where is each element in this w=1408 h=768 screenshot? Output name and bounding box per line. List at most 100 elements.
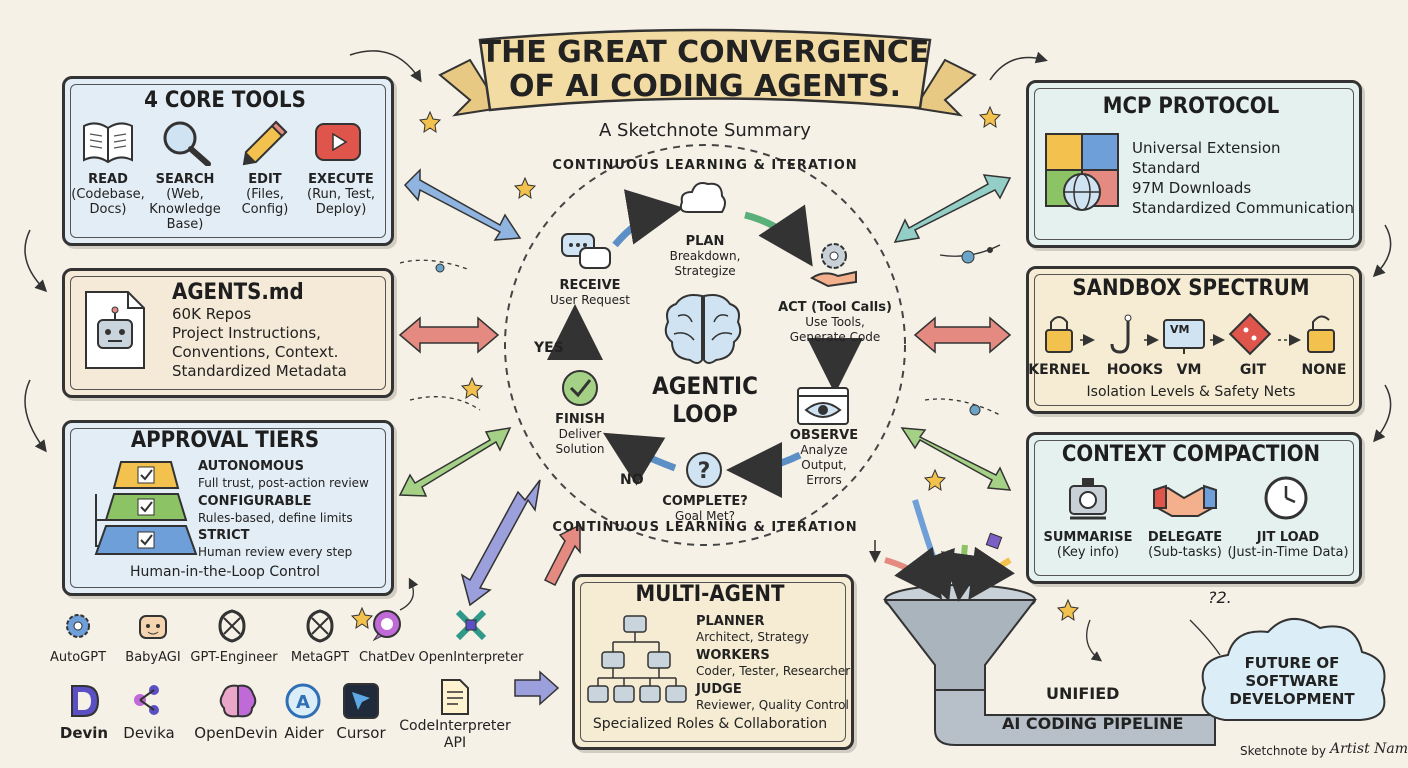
- logo-devin: Devin: [59, 724, 109, 742]
- level-vm: VM: [1176, 362, 1202, 378]
- step-act: ACT (Tool Calls)Use Tools,Generate Code: [778, 300, 892, 344]
- arrow-observe-complete: [726, 441, 802, 498]
- clock-icon: [1264, 476, 1308, 520]
- compaction-jit: JIT LOAD(Just-in-Time Data): [1227, 530, 1349, 560]
- tier-pyramid-icon: [94, 461, 198, 555]
- tool-read: READ(Codebase,Docs): [71, 172, 145, 217]
- loop-arc-bottom: CONTINUOUS LEARNING & ITERATION: [552, 520, 858, 535]
- arrow-logos-to-multi: [514, 670, 560, 706]
- arrow-plan-act: [744, 204, 813, 267]
- cloud-icon: [679, 182, 726, 213]
- svg-text:A: A: [296, 692, 310, 713]
- credit-prefix: Sketchnote by: [1240, 744, 1326, 758]
- book-icon: [83, 122, 133, 164]
- codeinterpreter-doc-icon: [441, 679, 469, 715]
- devin-logo-icon: [71, 685, 100, 717]
- metagpt-logo-icon: [306, 609, 334, 643]
- banner-subtitle: A Sketchnote Summary: [599, 120, 811, 141]
- sandbox-footer: Isolation Levels & Safety Nets: [1086, 384, 1296, 400]
- loop-arc-top: CONTINUOUS LEARNING & ITERATION: [552, 158, 858, 173]
- question-icon: ?: [686, 452, 722, 488]
- level-git: GIT: [1239, 362, 1267, 378]
- role-planner-desc: Architect, Strategy: [696, 630, 809, 644]
- compaction-summarise: SUMMARISE(Key info): [1043, 530, 1133, 560]
- logo-gpt-engineer: GPT-Engineer: [190, 650, 278, 665]
- multi-agent-title: MULTI-AGENT: [635, 582, 785, 607]
- pencil-icon: [242, 120, 288, 166]
- play-icon: [315, 123, 361, 161]
- babyagi-robot-icon: [139, 615, 167, 639]
- handshake-icon: [1153, 484, 1217, 517]
- magnifier-icon: [163, 121, 211, 166]
- arrow-complete-finish: [602, 432, 677, 486]
- tier-strict: STRICT: [198, 528, 250, 543]
- role-planner: PLANNER: [696, 614, 765, 629]
- autogpt-gear-icon: [66, 614, 90, 638]
- compaction-title: CONTEXT COMPACTION: [1061, 442, 1321, 467]
- logo-chatdev: ChatDev: [358, 650, 416, 665]
- tool-execute: EXECUTE(Run, Test,Deploy): [307, 172, 375, 217]
- multi-agent-footer: Specialized Roles & Collaboration: [592, 716, 828, 732]
- logo-autogpt: AutoGPT: [49, 650, 107, 665]
- compaction-delegate: DELEGATE(Sub-tasks): [1147, 530, 1223, 560]
- level-kernel: KERNEL: [1028, 362, 1090, 378]
- svg-text:?: ?: [698, 459, 711, 484]
- logo-babyagi: BabyAGI: [125, 650, 181, 665]
- level-none: NONE: [1301, 362, 1347, 378]
- logo-cursor: Cursor: [336, 724, 386, 742]
- credit-artist: Artist Name: [1330, 741, 1408, 757]
- role-judge-desc: Reviewer, Quality Control: [696, 698, 849, 712]
- role-workers: WORKERS: [696, 648, 770, 663]
- gear-hand-icon: [810, 243, 857, 288]
- arrow-multi-agent: [460, 479, 541, 607]
- puzzle-globe-icon: [1045, 133, 1119, 211]
- eye-window-icon: [797, 387, 849, 425]
- double-arrow-compaction: [900, 427, 1012, 491]
- tool-edit: EDIT(Files,Config): [241, 172, 289, 217]
- double-arrow-agents: [398, 316, 500, 354]
- chatdev-bubble-icon: [372, 610, 401, 642]
- arrow-loop-up: [543, 523, 581, 587]
- double-arrow-tools: [403, 168, 522, 241]
- sandbox-levels-icons: [1045, 312, 1335, 356]
- brain-icon: [664, 294, 742, 364]
- openinterpreter-logo-icon: [455, 609, 487, 641]
- tier-strict-desc: Human review every step: [198, 545, 353, 559]
- logo-devika: Devika: [123, 724, 175, 742]
- funnel-icon: [882, 499, 1216, 746]
- double-arrow-mcp: [893, 174, 1012, 243]
- approval-title: APPROVAL TIERS: [130, 428, 320, 453]
- loop-circle: [504, 144, 906, 546]
- loop-no: NO: [620, 472, 644, 488]
- cursor-logo-icon: [343, 683, 379, 719]
- approval-footer: Human-in-the-Loop Control: [129, 564, 320, 580]
- tier-configurable: CONFIGURABLE: [198, 494, 312, 509]
- title-banner: [438, 28, 977, 117]
- decor-stars: [350, 105, 1080, 630]
- arrow-receive-plan: [612, 189, 684, 248]
- logo-metagpt: MetaGPT: [290, 650, 350, 665]
- mcp-title: MCP PROTOCOL: [1102, 94, 1280, 119]
- future-cloud: [1201, 618, 1386, 721]
- tool-search: SEARCH(Web,Knowledge Base): [149, 172, 221, 232]
- logo-openinterpreter: OpenInterpreter: [418, 650, 524, 665]
- check-circle-icon: [562, 370, 598, 406]
- compressor-icon: [1069, 478, 1107, 520]
- gpt-engineer-logo-icon: [218, 609, 246, 643]
- level-hooks: HOOKS: [1106, 362, 1164, 378]
- pipeline-label: AI CODING PIPELINE: [1002, 714, 1184, 733]
- double-arrow-approval: [398, 427, 512, 497]
- double-arrow-sandbox: [913, 316, 1012, 354]
- agent-hierarchy-icon: [587, 615, 687, 703]
- tier-autonomous: AUTONOMOUS: [198, 459, 304, 474]
